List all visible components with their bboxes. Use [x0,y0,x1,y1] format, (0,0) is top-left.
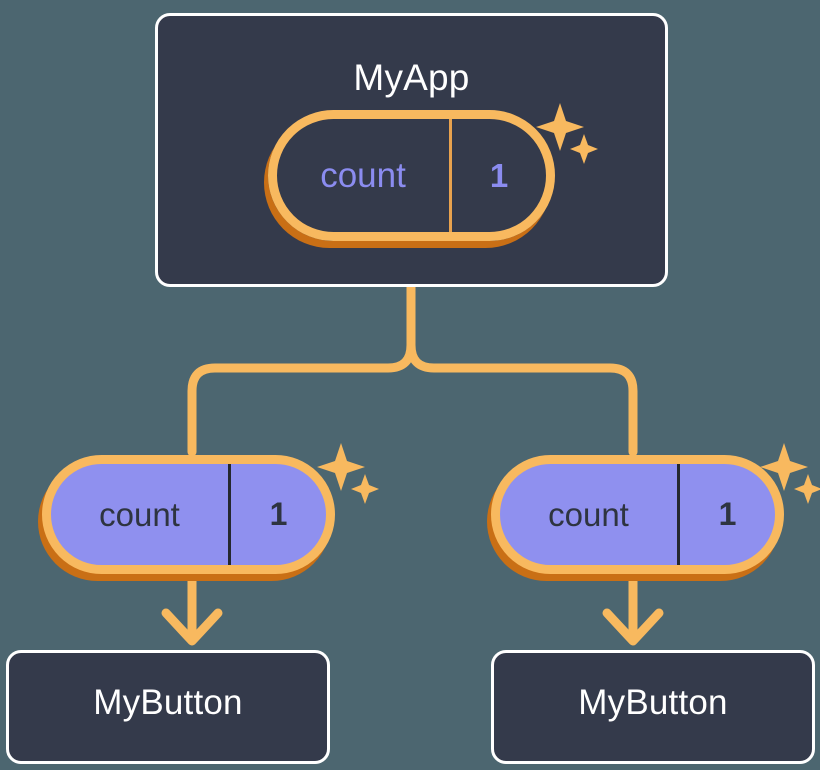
state-pill-left[interactable]: count 1 [42,455,335,574]
tree-branch-connector-right [406,340,638,457]
component-label-mybutton-right: MyButton [578,683,728,722]
state-value-myapp: 1 [489,156,509,194]
arrow-down-icon-right [602,576,664,646]
state-key-right: count [500,464,680,565]
arrow-down-icon-left [161,576,223,646]
component-label-mybutton-left: MyButton [93,683,243,722]
state-key-left: count [51,464,231,565]
state-pill-myapp[interactable]: count 1 [268,110,555,241]
state-value-right: 1 [718,496,737,532]
component-node-mybutton-left[interactable]: MyButton [6,650,330,764]
state-key-myapp: count [277,119,452,232]
component-node-mybutton-right[interactable]: MyButton [491,650,815,764]
state-pill-right[interactable]: count 1 [491,455,784,574]
tree-branch-connector [187,282,416,457]
state-value-left: 1 [269,496,288,532]
component-label-myapp: MyApp [353,57,470,98]
